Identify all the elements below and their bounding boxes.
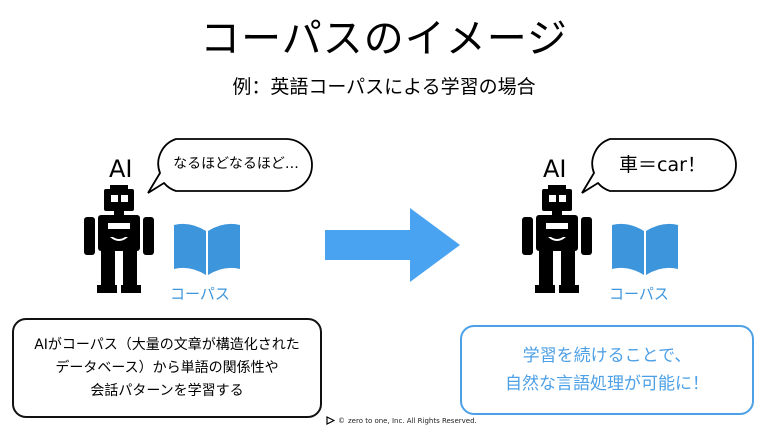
explanation-line: AIがコーパス（大量の文章が構造化された [34,336,300,353]
arrow-right-icon [325,208,460,282]
speech-bubble-left-text: なるほどなるほど… [173,156,299,172]
ai-label-left: AI [109,155,133,183]
speech-bubble-right [581,138,737,194]
copyright-text: zero to one, Inc. All Rights Reserved. [348,416,477,425]
explanation-box-right: 学習を続けることで、 自然な言語処理が可能に！ [460,325,754,415]
ai-label-right: AI [543,155,567,183]
explanation-line: 自然な言語処理が可能に！ [505,374,709,394]
logo-icon [326,416,335,425]
page-subtitle: 例：英語コーパスによる学習の場合 [232,76,536,98]
book-icon-right [612,223,678,275]
book-label-right: コーパス [609,285,669,303]
robot-icon-left [84,185,154,293]
speech-bubble-right-text: 車＝car！ [619,154,706,176]
robot-icon-right [522,185,592,293]
page-title: コーパスのイメージ [200,16,568,62]
explanation-line: 会話パターンを学習する [90,382,244,399]
explanation-box-left: AIがコーパス（大量の文章が構造化された データベース）から単語の関係性や 会話… [12,318,322,418]
copyright-footer: © zero to one, Inc. All Rights Reserved. [326,416,477,425]
explanation-line: 学習を続けることで、 [522,346,692,366]
speech-bubble-left [147,138,313,194]
book-label-left: コーパス [170,285,230,303]
explanation-line: データベース）から単語の関係性や [55,359,279,376]
book-icon-left [174,223,240,275]
copyright-symbol: © [338,416,345,425]
